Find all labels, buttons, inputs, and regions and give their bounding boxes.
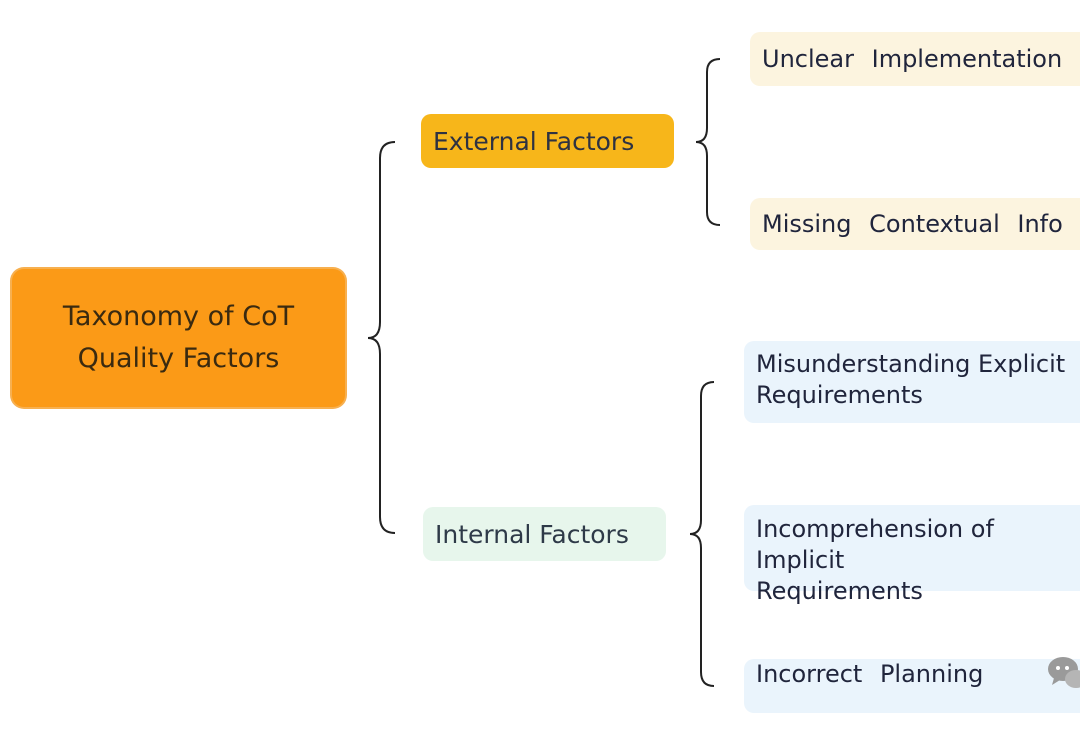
leaf-label-line1: Incomprehension of Implicit [756,515,994,574]
external-bracket [695,58,721,226]
leaf-label-line2: Requirements [756,577,923,605]
leaf-incomprehension-implicit-requirements: Incomprehension of Implicit Requirements [744,505,1080,605]
leaf-label: Incorrect Planning [756,660,984,688]
leaf-missing-contextual-info: Missing Contextual Info [750,198,1080,250]
leaf-misunderstanding-explicit-requirements: Misunderstanding Explicit Requirements [744,341,1080,423]
leaf-unclear-implementation: Unclear Implementation [750,32,1080,86]
root-node: Taxonomy of CoT Quality Factors [12,269,345,407]
leaf-incorrect-planning: Incorrect Planning [744,659,1080,713]
root-label-line2: Quality Factors [77,343,280,374]
chat-bubble-icon [1048,657,1080,688]
leaf-label-line1: Misunderstanding Explicit [756,350,1066,378]
root-bracket [367,141,396,534]
internal-factors-node: Internal Factors [423,507,666,561]
leaf-label: Missing Contextual Info [762,209,1063,238]
external-factors-label: External Factors [433,126,635,156]
root-label-line1: Taxonomy of CoT [62,301,295,332]
leaf-label: Unclear Implementation [762,44,1063,73]
external-factors-node: External Factors [421,114,674,168]
internal-factors-label: Internal Factors [435,519,629,549]
leaf-label-line2: Requirements [756,381,923,409]
internal-bracket [689,381,715,687]
